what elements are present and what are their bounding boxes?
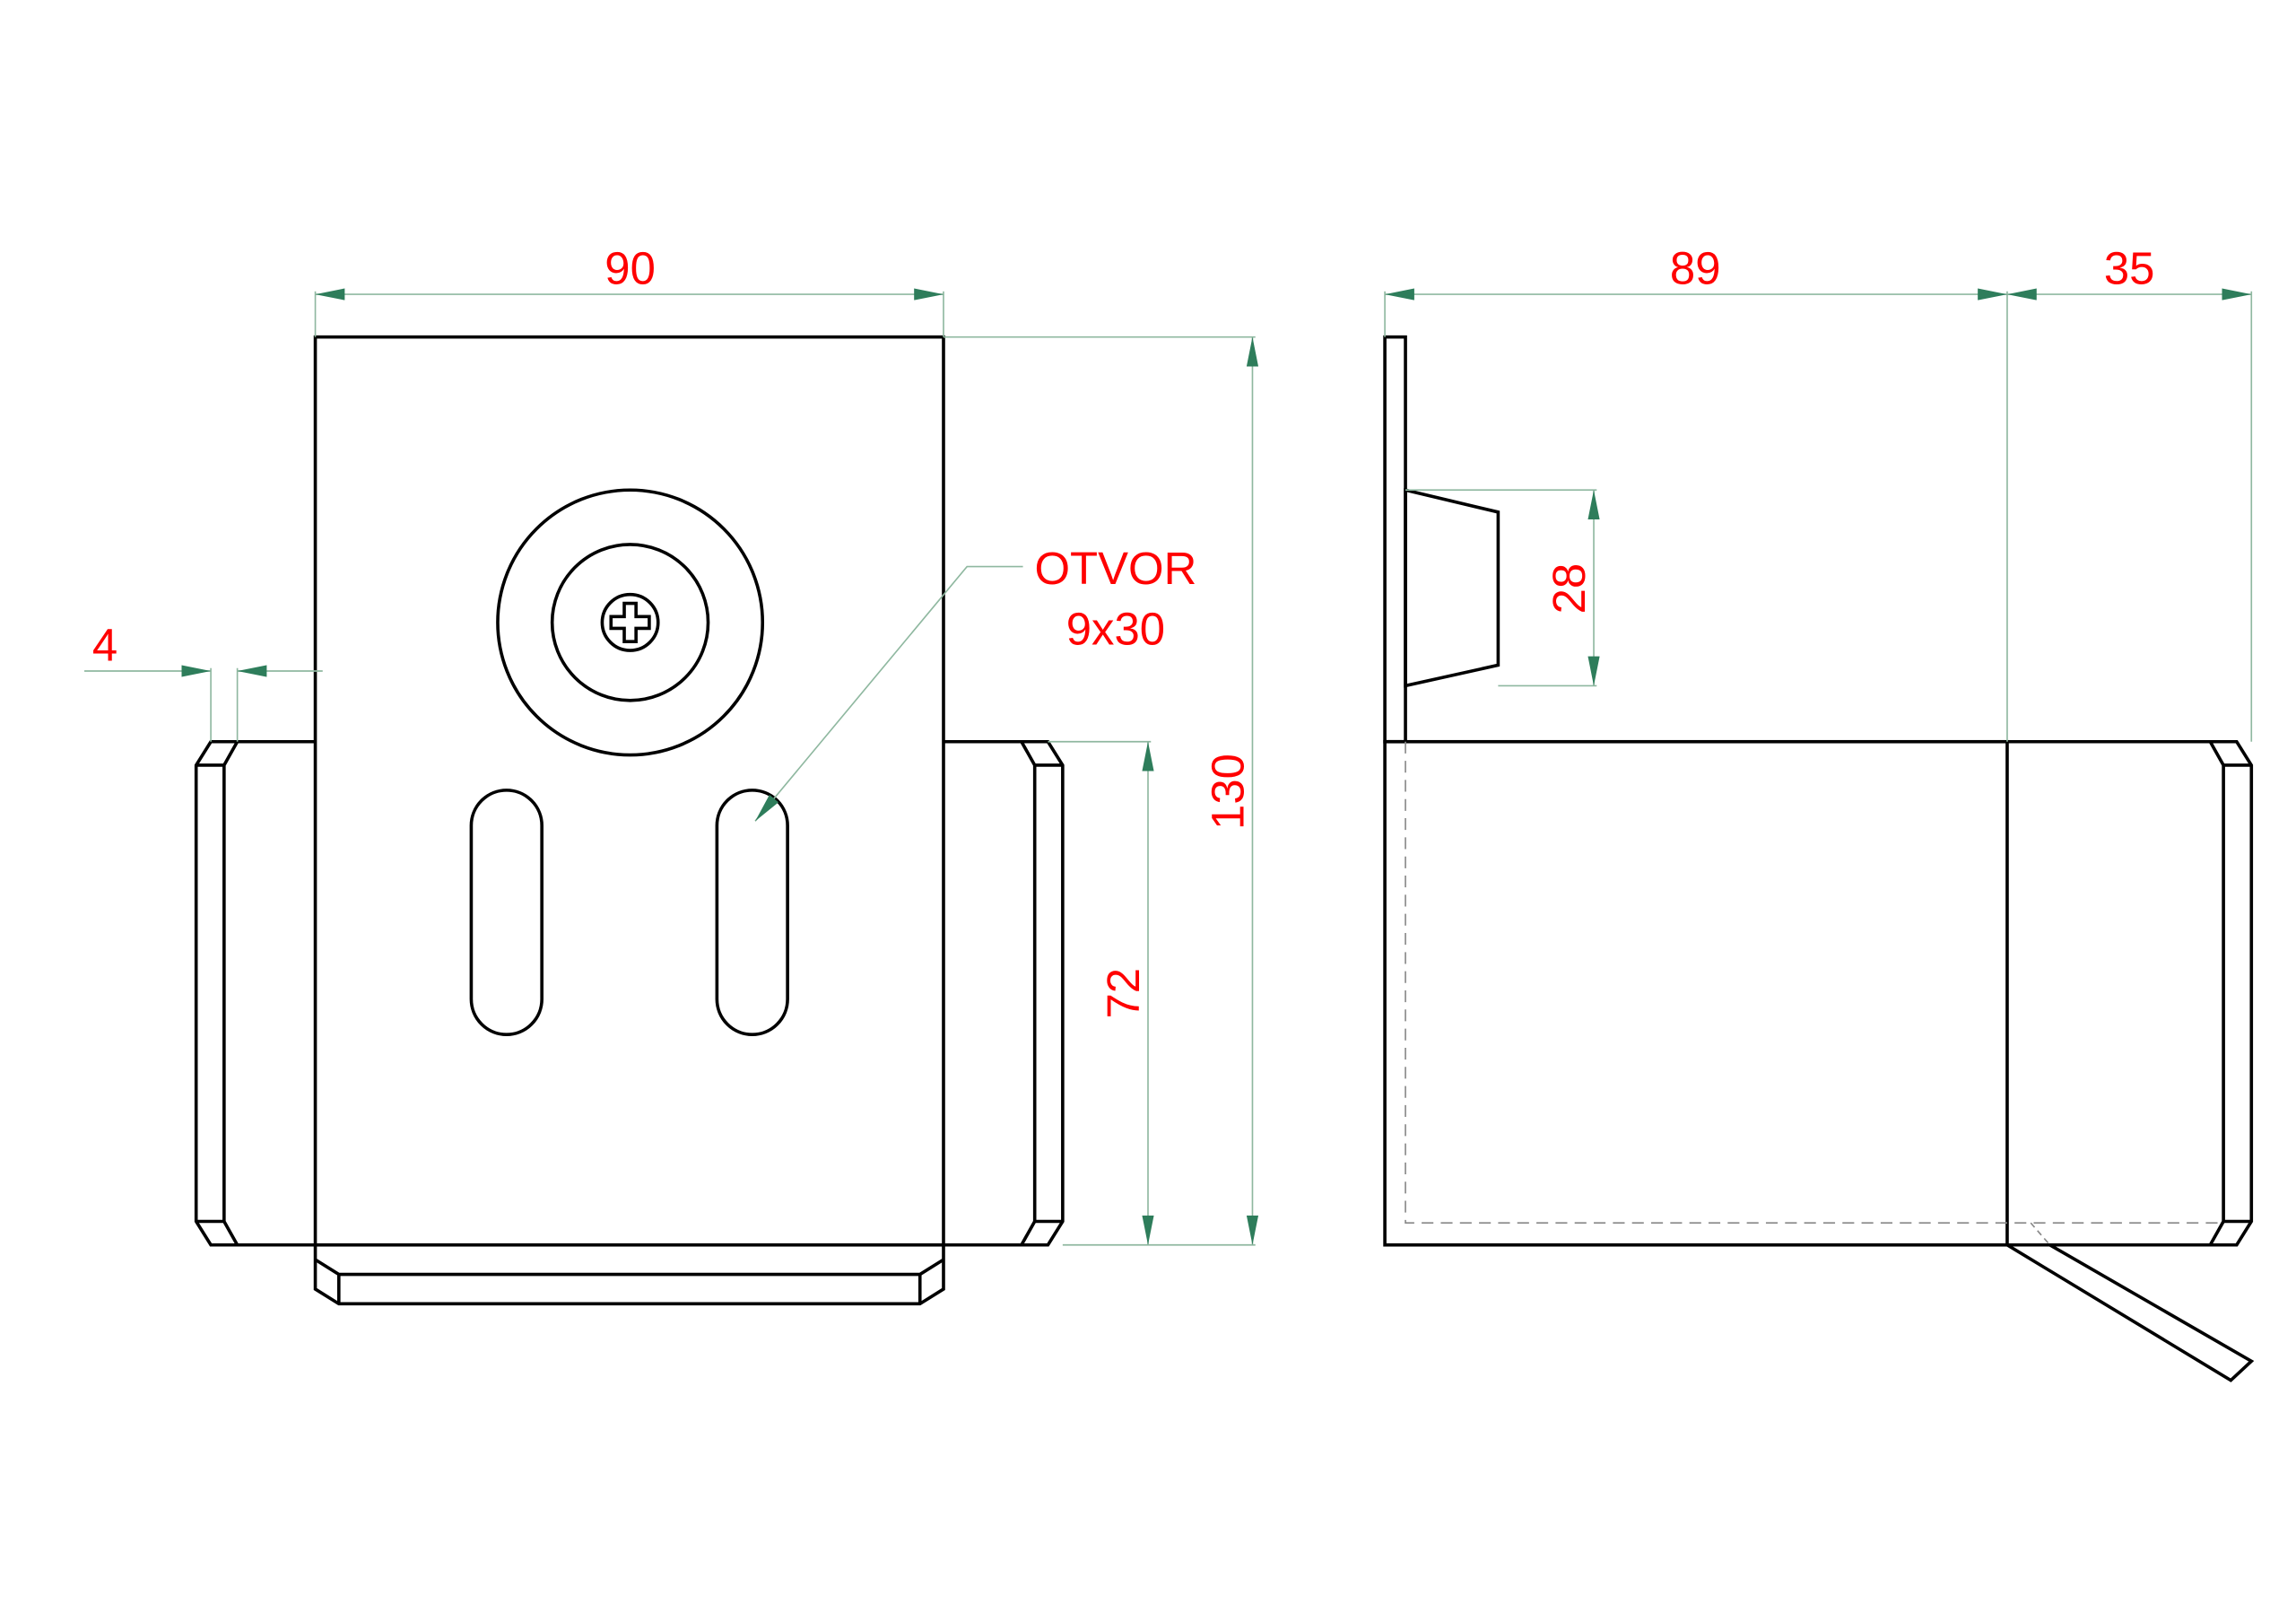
right-flange xyxy=(943,739,1065,1247)
bumper xyxy=(1404,487,1500,688)
back-plate xyxy=(1383,335,1407,744)
hidden-edge xyxy=(1405,741,2222,1224)
phillips-screw-icon xyxy=(609,601,651,644)
dimension-label: 35 xyxy=(2104,243,2155,294)
slot-right xyxy=(715,789,789,1036)
dimension-4: 4 xyxy=(84,620,323,742)
slot-left xyxy=(469,789,544,1036)
dimension-28: 28 xyxy=(1405,489,1600,687)
dimension-label: 72 xyxy=(1098,968,1149,1019)
dimension-label: 28 xyxy=(1544,563,1595,615)
main-plate xyxy=(313,335,945,1247)
dimension-label: 90 xyxy=(604,243,656,294)
bottom-flange xyxy=(313,1244,945,1306)
dimension-label: 89 xyxy=(1670,243,1721,294)
left-flange xyxy=(194,739,316,1247)
front-view: 90 130 72 4 OTVOR 9x30 xyxy=(84,243,1259,1306)
callout-text: 9x30 xyxy=(1066,603,1165,654)
dimension-label: 130 xyxy=(1203,754,1254,830)
side-view: 89 35 28 xyxy=(1383,243,2255,1382)
dimension-35: 35 xyxy=(2006,243,2253,742)
callout-otvor: OTVOR 9x30 xyxy=(754,543,1197,822)
dimension-89: 89 xyxy=(1384,243,2008,742)
side-flange xyxy=(2006,739,2254,1247)
body xyxy=(1383,739,2009,1247)
dimension-label: 4 xyxy=(92,620,117,671)
dimension-130: 130 xyxy=(943,336,1259,1246)
dimension-90: 90 xyxy=(314,243,944,337)
angled-flap xyxy=(2001,1242,2255,1382)
callout-text: OTVOR xyxy=(1035,543,1197,594)
roller-wheel xyxy=(496,488,765,757)
dimension-72: 72 xyxy=(1048,740,1154,1245)
